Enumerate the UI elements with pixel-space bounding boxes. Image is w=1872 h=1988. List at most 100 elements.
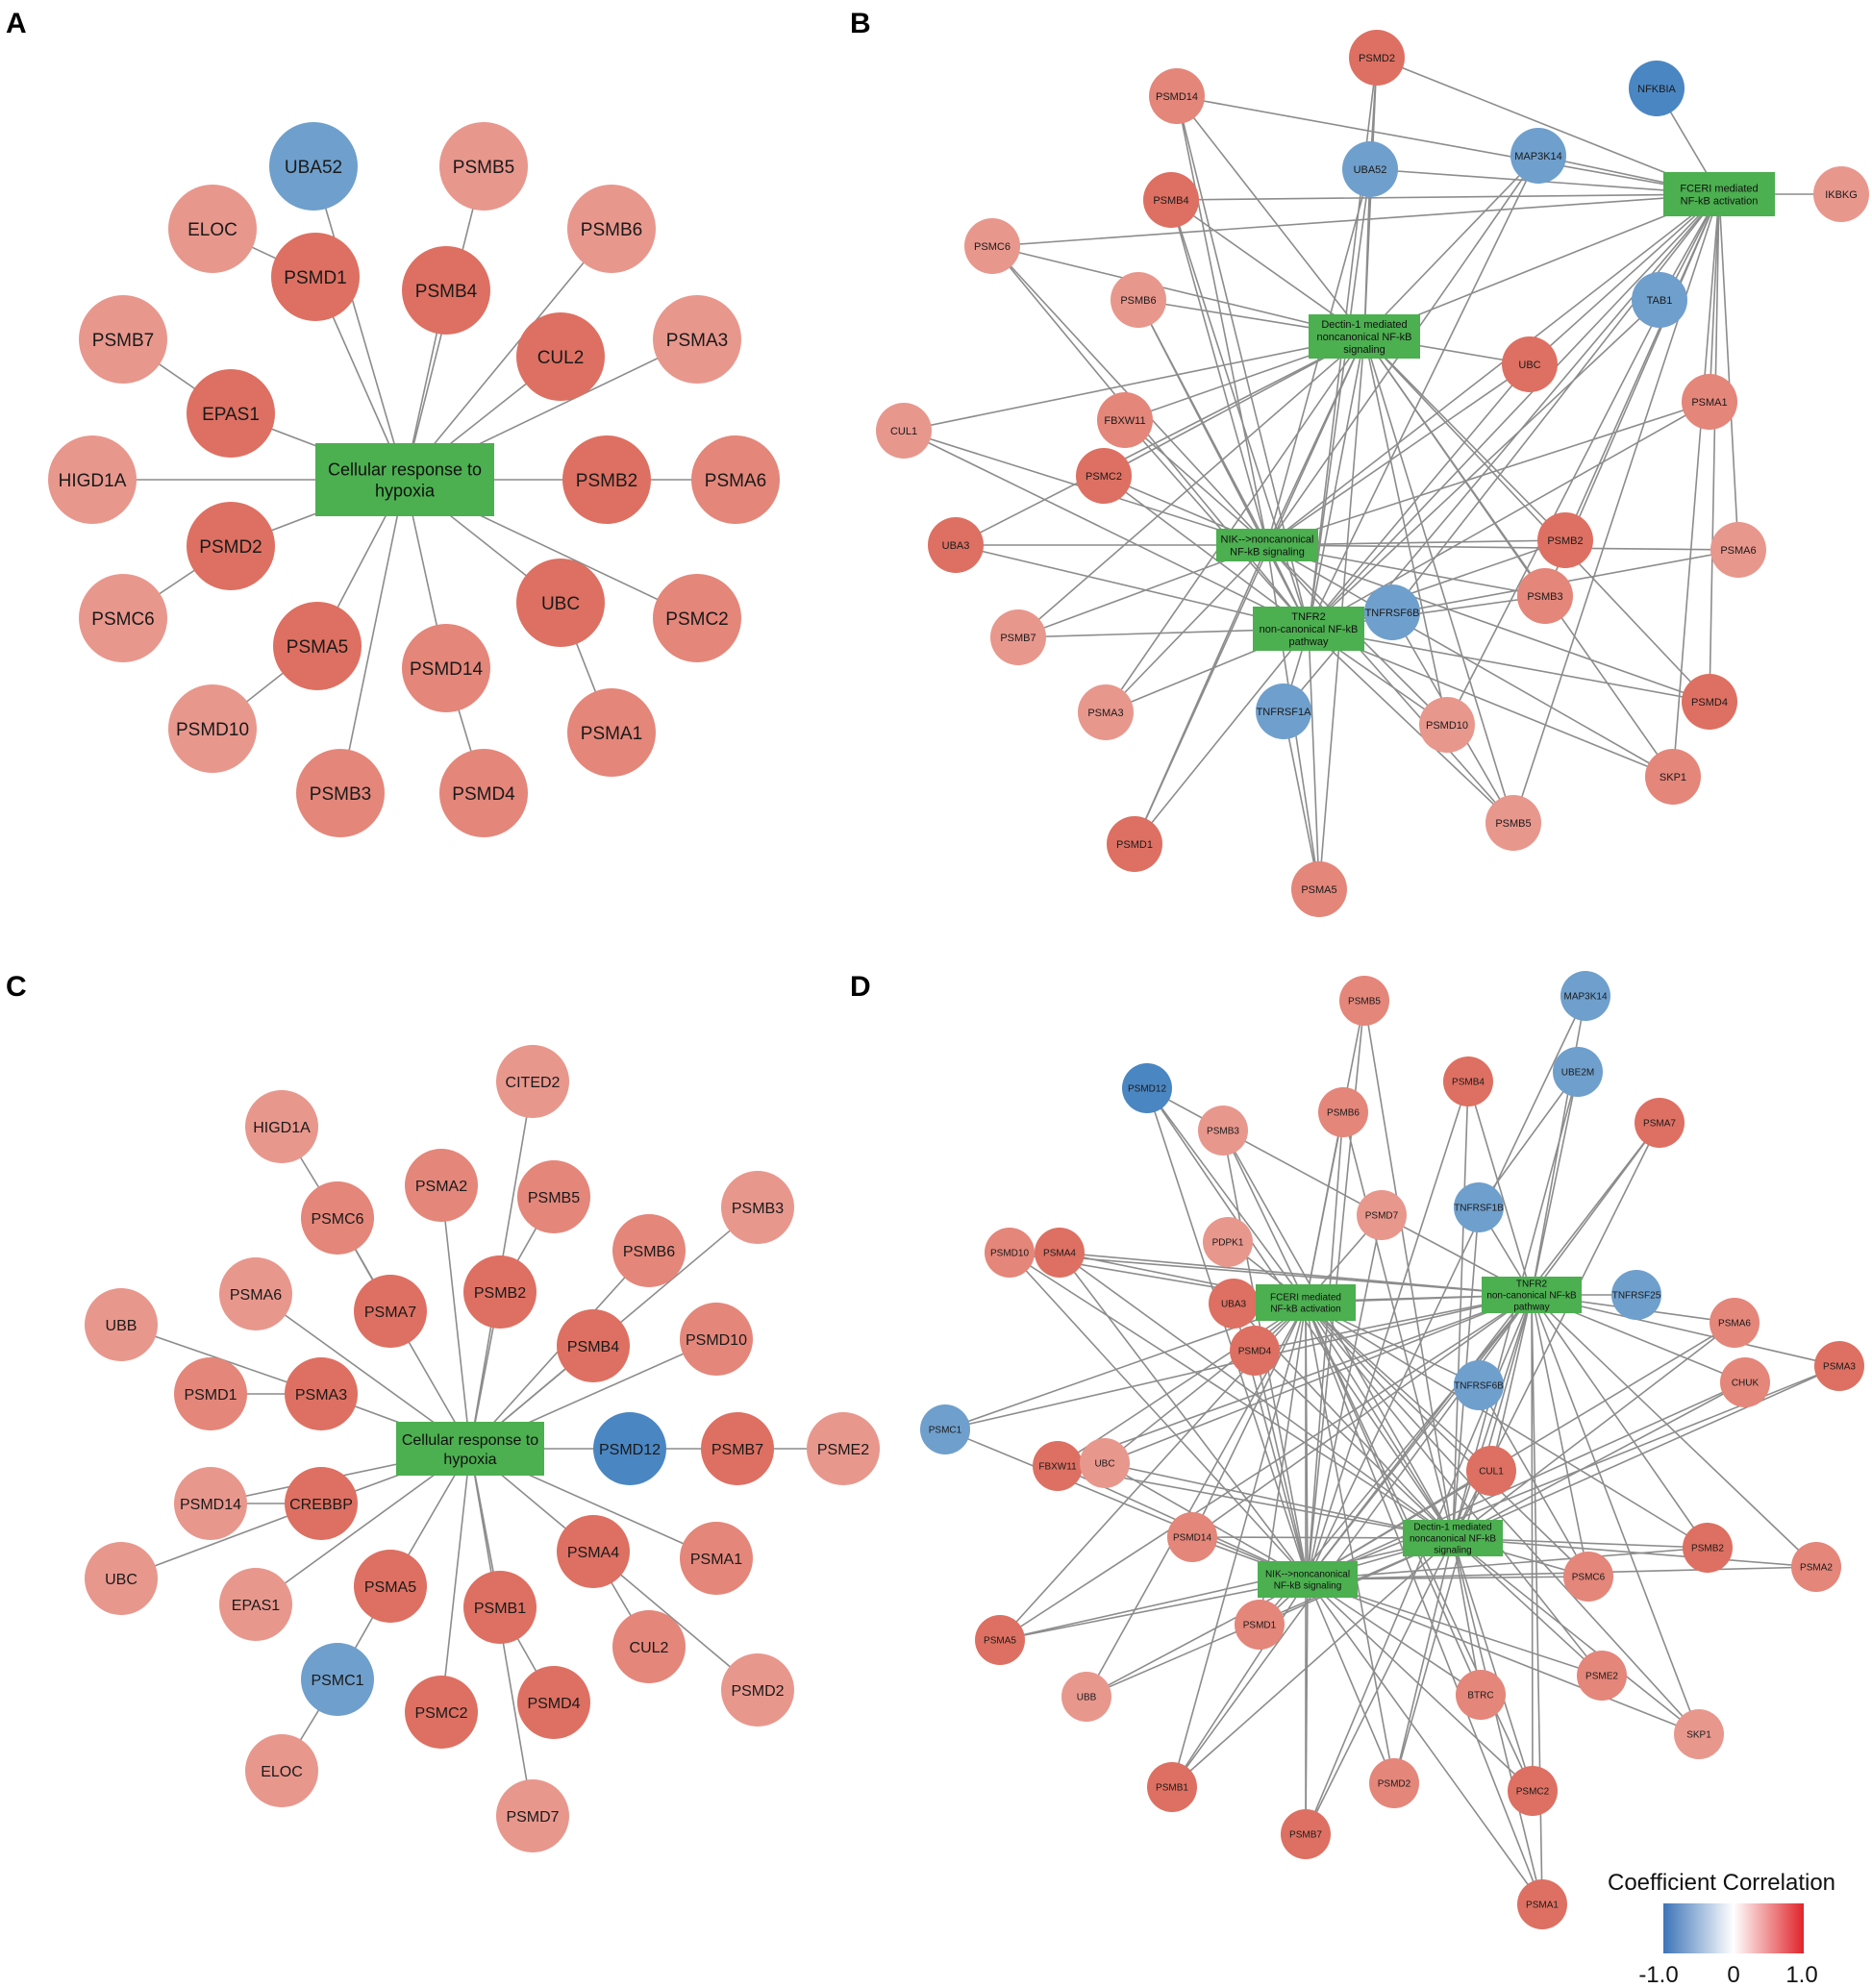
gene-node-label: PSMB1 [1156,1783,1188,1794]
gene-node-psmb3: PSMB3 [296,749,385,837]
gene-node-psmd14: PSMD14 [174,1467,247,1540]
edge-hd1-skp1 [1305,1302,1700,1735]
panel-b-nodes: PSMD2NFKBIAPSMD14MAP3K14UBA52IKBKGPSMB4P… [876,30,1869,917]
gene-node-circle [516,312,605,401]
edge-hd4-psma5 [999,1578,1309,1641]
gene-node-circle [1720,1357,1770,1407]
gene-node-psmd10: PSMD10 [985,1228,1035,1278]
gene-node-circle [405,1676,478,1749]
edge-hd1-psmd12 [1146,1087,1307,1304]
gene-node-label: CUL2 [537,348,585,368]
edge-hd3-psme2 [1452,1537,1603,1677]
gene-node-circle [1419,697,1475,753]
gene-node-circle [174,1467,247,1540]
gene-node-psmd10: PSMD10 [680,1303,753,1376]
edge-hb1-psmd4 [1709,193,1720,703]
edge-hd4-psmb2 [1307,1547,1709,1580]
gene-node-label: PSMC6 [91,609,154,630]
edge-hd2-psmb4 [1467,1081,1533,1296]
gene-node-skp1: SKP1 [1645,749,1701,805]
gene-node-psmb6: PSMB6 [612,1214,686,1287]
gene-node-circle [219,1257,292,1330]
edge-hd4-psmd2 [1307,1578,1395,1784]
gene-node-psmb4: PSMB4 [402,246,490,335]
legend-color-bar [1663,1903,1804,1953]
gene-node-label: PSMA5 [1301,884,1336,896]
gene-node-psmd2: PSMD2 [1349,30,1405,86]
gene-node-label: PDPK1 [1212,1238,1244,1249]
gene-node-label: PSMC2 [1516,1787,1550,1798]
edge-hd2-psmb2 [1531,1294,1709,1549]
gene-node-circle [1537,512,1593,568]
gene-node-tnfrsf6b: TNFRSF6B [1364,584,1420,640]
gene-node-psma6: PSMA6 [1710,522,1766,578]
gene-node-psmd12: PSMD12 [1122,1063,1172,1113]
edge-hb1-ubc [1529,193,1720,365]
panel-b-network: B PSMD2NFKBIAPSMD14MAP3K14UBA52IKBKGPSMB… [850,8,1869,917]
gene-node-circle [1122,1063,1172,1113]
gene-node-tnfrsf6b: TNFRSF6B [1454,1360,1504,1410]
edge-hb4-map3k14 [1308,155,1539,630]
gene-node-psmc2: PSMC2 [1076,448,1132,504]
gene-node-circle [271,233,360,321]
gene-node-circle [1281,1809,1331,1859]
edge-hb2-psmb5 [1363,335,1514,824]
pathway-node-box [1403,1520,1503,1556]
gene-node-label: UBC [541,594,580,614]
edge-hd3-psma2 [1452,1537,1817,1568]
gene-node-label: PSMB1 [474,1601,526,1617]
gene-node-circle [1454,1360,1504,1410]
pathway-node-label: noncanonical NF-kB [1316,332,1411,343]
gene-node-label: PSMC6 [1572,1573,1606,1583]
gene-node-label: IKBKG [1825,189,1858,201]
pathway-node-label: NF-kB signaling [1274,1581,1342,1592]
gene-node-circle [1456,1670,1506,1720]
gene-node-ube2m: UBE2M [1553,1047,1603,1097]
gene-node-label: PSMA7 [1643,1119,1676,1130]
gene-node-psmb5: PSMB5 [439,122,528,211]
edge-hb4-uba3 [955,544,1310,630]
gene-node-circle [975,1615,1025,1665]
gene-node-psma1: PSMA1 [1517,1879,1567,1929]
pathway-node-label: NF-kB signaling [1230,546,1305,558]
gene-node-label: PSMB3 [1527,591,1562,603]
gene-node-circle [402,246,490,335]
edge-hb2-psmb2 [1363,335,1566,541]
gene-node-label: ELOC [187,220,237,240]
gene-node-label: CHUK [1732,1379,1760,1389]
gene-node-circle [1369,1758,1419,1808]
gene-node-skp1: SKP1 [1674,1709,1724,1759]
gene-node-circle [168,185,257,273]
pathway-node-label: Dectin-1 mediated [1321,319,1407,331]
edge-hd3-psmb4 [1452,1081,1469,1539]
edge-hd3-psmb6 [1342,1111,1454,1539]
gene-node-circle [1485,795,1541,851]
gene-node-label: PSMA2 [1800,1563,1833,1574]
pathway-node-box [1216,529,1318,561]
edge-hd3-psmb7 [1305,1537,1454,1835]
gene-node-label: NFKBIA [1637,84,1676,95]
edge-hb1-psmb4 [1170,193,1720,201]
gene-node-psmb4: PSMB4 [1443,1056,1493,1106]
edge-hd3-psmb3 [1222,1130,1454,1539]
gene-node-ubc: UBC [85,1542,158,1615]
edge-hc-psmc2 [440,1448,471,1713]
gene-node-cul2: CUL2 [612,1610,686,1683]
gene-node-cited2: CITED2 [496,1045,569,1118]
gene-node-eloc: ELOC [245,1734,318,1807]
edge-hd3-ubc [1104,1462,1454,1539]
gene-node-label: PSMD2 [731,1683,784,1700]
gene-node-circle [187,369,275,458]
gene-node-circle [985,1228,1035,1278]
gene-node-circle [807,1412,880,1485]
edge-hd2-psmd14 [1191,1294,1533,1538]
gene-node-label: UBC [1518,360,1540,371]
gene-node-circle [1454,1182,1504,1232]
gene-node-psmb2: PSMB2 [1537,512,1593,568]
edge-hb2-cul1 [903,335,1365,432]
gene-node-circle [1645,749,1701,805]
gene-node-label: PSMD1 [284,268,346,288]
